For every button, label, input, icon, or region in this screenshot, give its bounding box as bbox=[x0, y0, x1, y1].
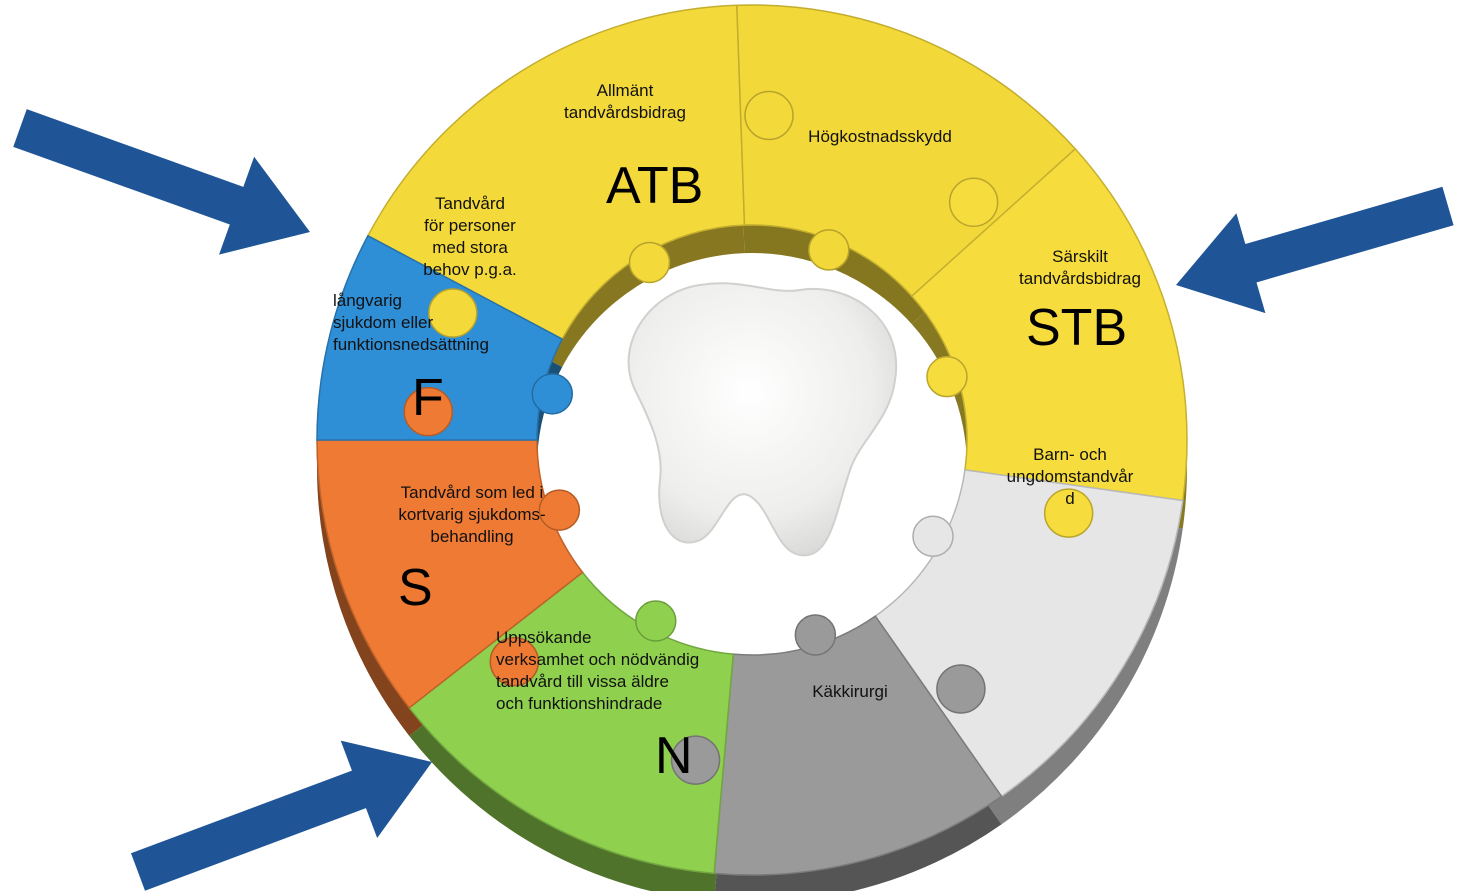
piece-n bbox=[408, 571, 735, 875]
tooth-icon bbox=[627, 282, 898, 557]
piece-hkd bbox=[736, 4, 1077, 298]
label-stb: Särskilt tandvårdsbidrag bbox=[1019, 247, 1141, 288]
label-atb: Allmänt tandvårdsbidrag bbox=[564, 81, 686, 122]
tab-n bbox=[635, 600, 677, 642]
code-n: N bbox=[655, 727, 693, 785]
tab-stb bbox=[926, 355, 968, 398]
tab-hkd bbox=[808, 229, 850, 271]
label-barn: Barn- och ungdomstandvår d bbox=[1006, 445, 1134, 508]
code-f: F bbox=[412, 369, 444, 427]
label-kak: Käkkirurgi bbox=[812, 682, 888, 701]
puzzle-tabs bbox=[403, 90, 1094, 785]
tab-s bbox=[403, 386, 453, 437]
tab-stb bbox=[948, 177, 999, 228]
tab-atb bbox=[628, 241, 671, 284]
tab-atb bbox=[428, 288, 478, 338]
tab-barn bbox=[912, 515, 954, 557]
code-s: S bbox=[398, 559, 433, 617]
tab-kak bbox=[936, 664, 986, 714]
tab-stb bbox=[1043, 488, 1094, 538]
code-stb: STB bbox=[1026, 299, 1128, 357]
tab-f bbox=[531, 373, 574, 415]
label-hkd: Högkostnadsskydd bbox=[808, 127, 952, 146]
label-s: Tandvård som led i kortvarig sjukdoms- b… bbox=[398, 483, 546, 546]
tab-kak bbox=[670, 735, 721, 785]
tab-s bbox=[489, 636, 540, 687]
tab-s bbox=[538, 489, 581, 531]
arrows bbox=[13, 109, 1454, 891]
label-f-bottom: långvarig sjukdom eller funktionsnedsätt… bbox=[333, 291, 489, 354]
piece-atb bbox=[366, 4, 746, 341]
tab-kak bbox=[794, 614, 837, 656]
arrow-to-n bbox=[130, 740, 433, 891]
piece-s bbox=[316, 439, 584, 709]
arrow-to-f bbox=[13, 109, 311, 255]
piece-stb bbox=[910, 147, 1188, 502]
arrow-to-stb bbox=[1176, 186, 1454, 314]
tab-atb bbox=[744, 90, 794, 141]
label-f-top: Tandvård för personer med stora behov p.… bbox=[423, 194, 517, 279]
label-n: Uppsökande verksamhet och nödvändig tand… bbox=[496, 628, 700, 713]
code-atb: ATB bbox=[606, 157, 704, 215]
